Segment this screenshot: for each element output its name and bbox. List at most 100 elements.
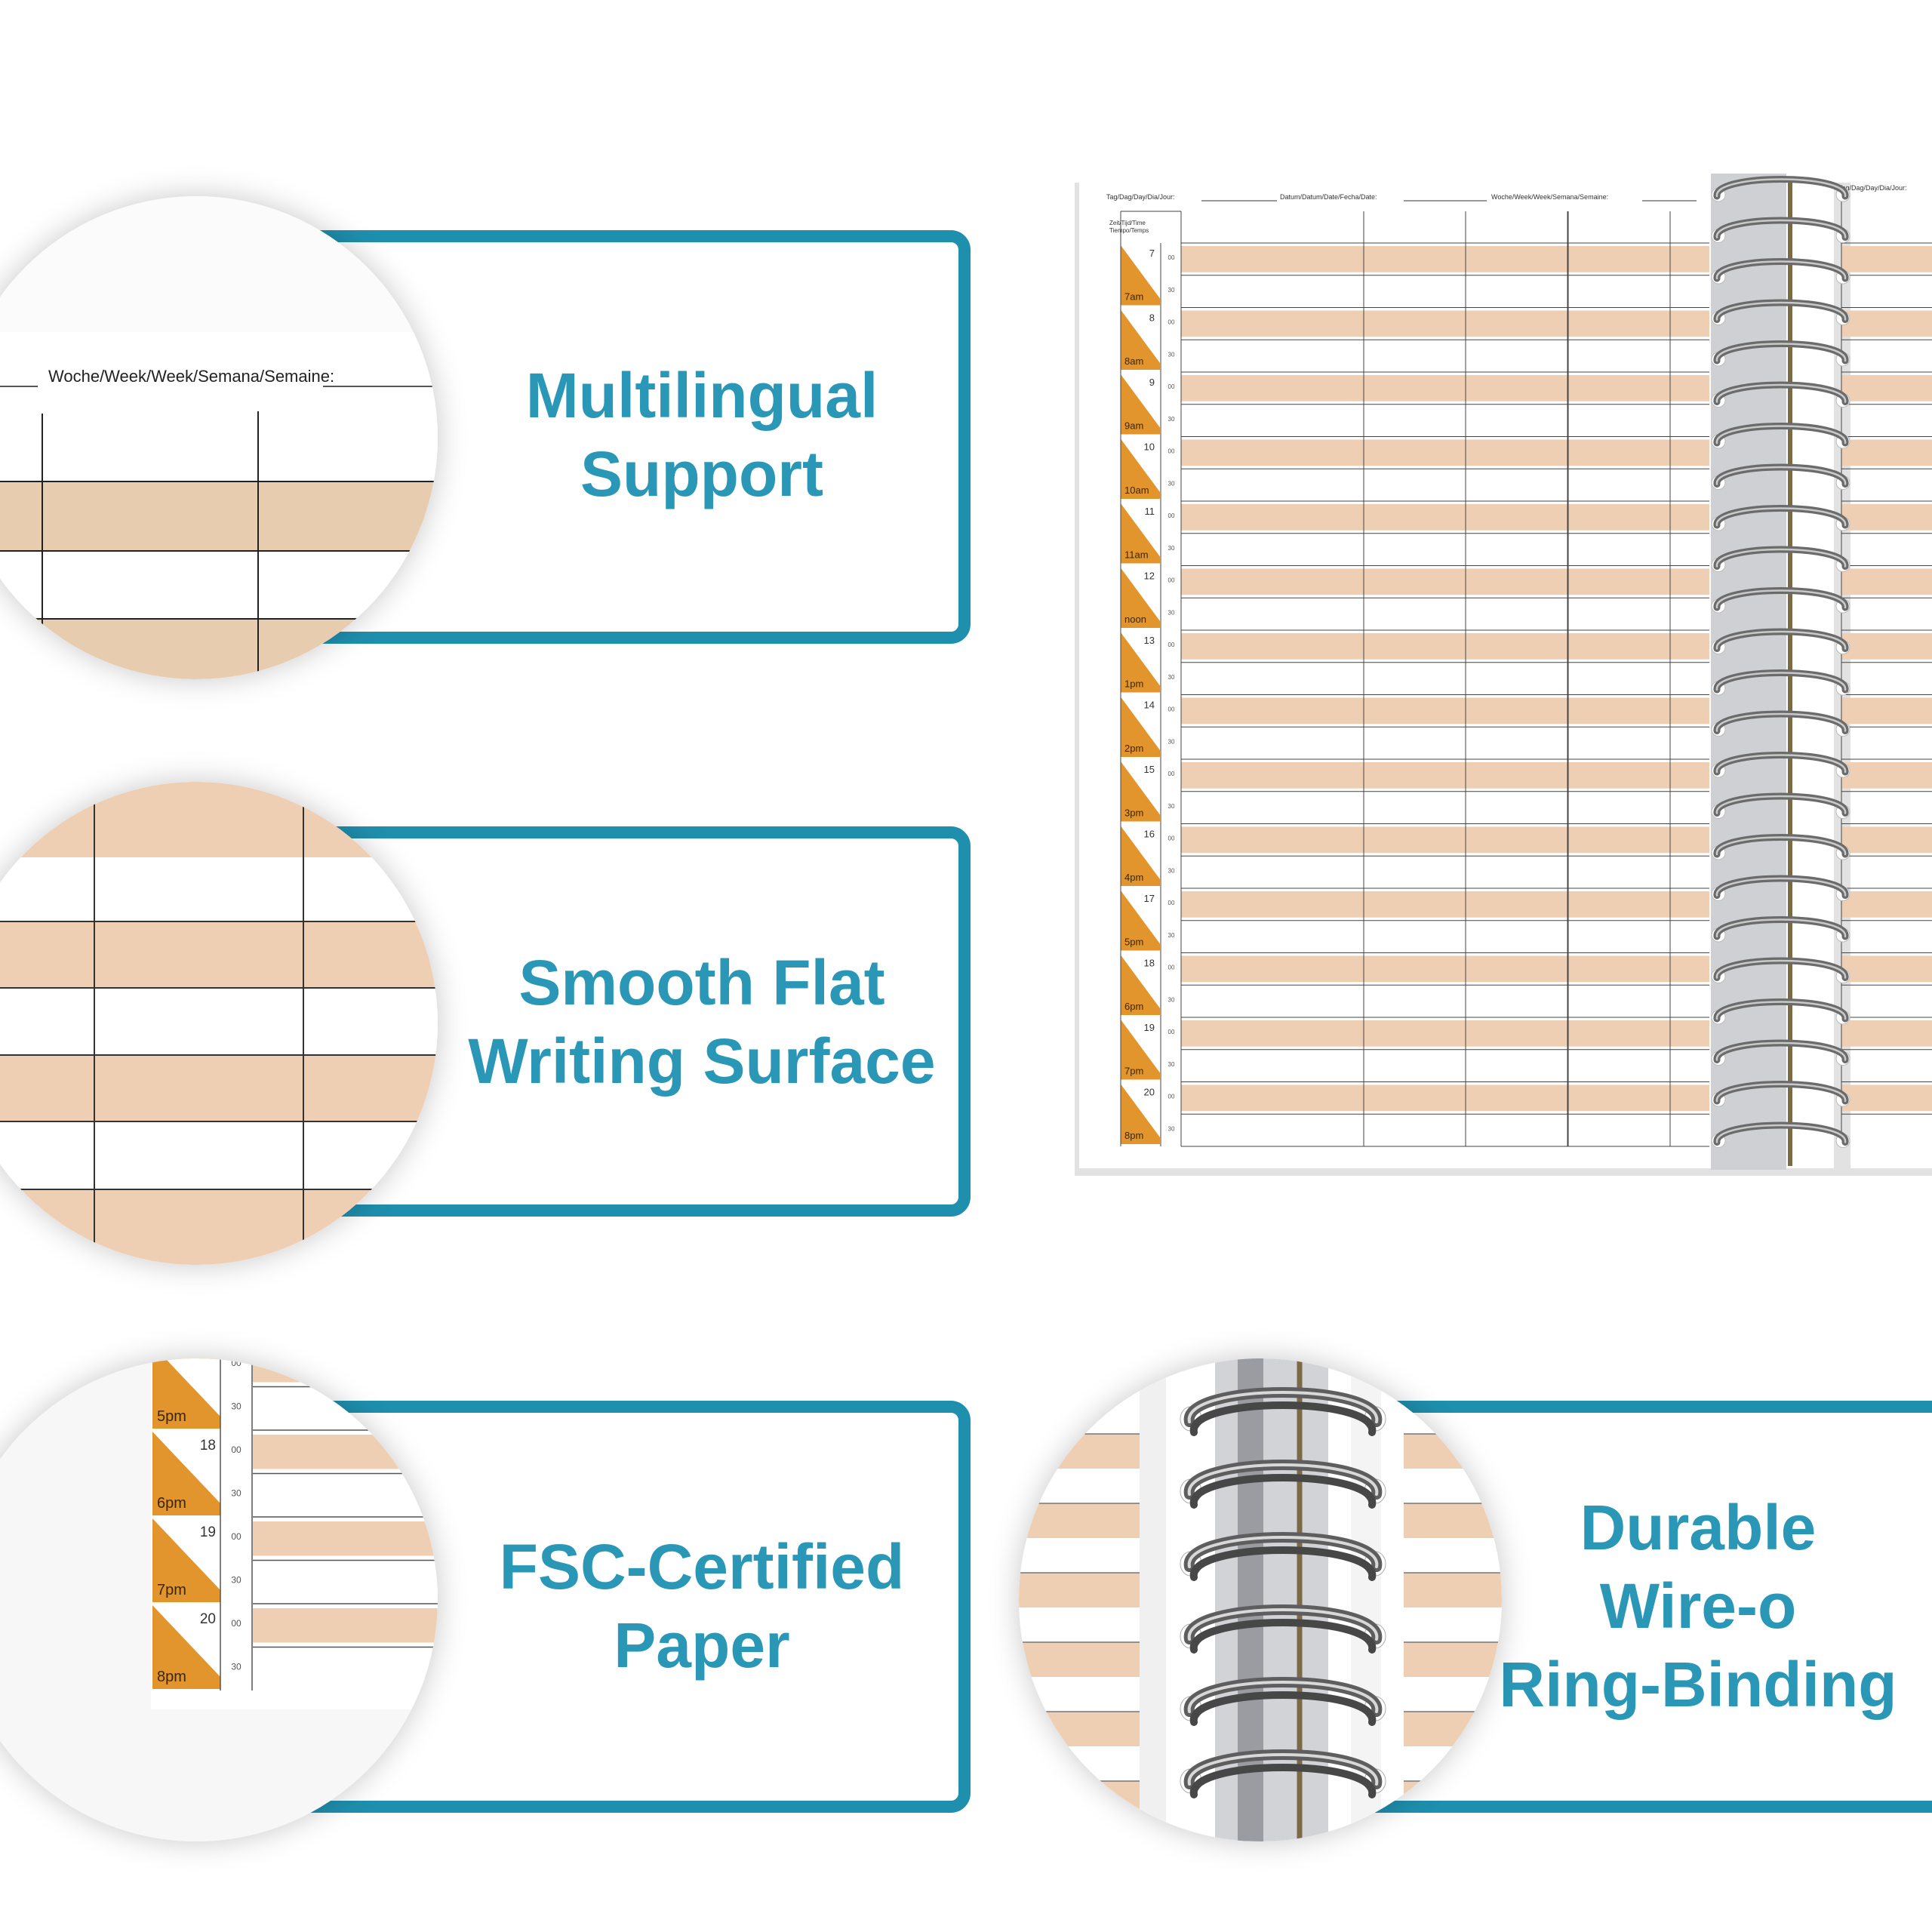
- feature-title-line: Wire-o: [1599, 1571, 1797, 1641]
- binding-ring-highlight: [1715, 1083, 1847, 1103]
- grid-row-shaded: [253, 1521, 438, 1556]
- hour-label-12h: 5pm: [157, 1408, 186, 1425]
- binding-ring-highlight: [1187, 1753, 1379, 1786]
- binding-ring: [1189, 1691, 1377, 1726]
- hour-block-corner: [1121, 1084, 1160, 1137]
- hour-label-12h: 7am: [1124, 291, 1143, 303]
- feature-title-line: Writing Surface: [468, 1026, 936, 1097]
- grid-row-shaded: [1181, 568, 1709, 595]
- binding-ring-highlight: [1715, 383, 1847, 403]
- grid-row-shaded: [1019, 1781, 1140, 1816]
- grid-row-shaded: [1181, 697, 1709, 724]
- zoom-background: [0, 782, 438, 1265]
- hour-label-12h: 4pm: [1124, 872, 1143, 883]
- right-page-row-shaded: [1841, 955, 1932, 983]
- hour-label-24h: 11: [1145, 506, 1155, 517]
- grid-row-shaded: [1181, 310, 1709, 337]
- grid-row-shaded: [1181, 826, 1709, 854]
- binding-ring-highlight: [1187, 1536, 1379, 1568]
- hour-label-24h: 19: [200, 1524, 216, 1540]
- minute-label: 00: [1168, 900, 1175, 906]
- right-page-day-label: Tag/Dag/Day/Dia/Jour:: [1838, 184, 1907, 192]
- feature-title-line: Ring-Binding: [1499, 1649, 1897, 1720]
- binding-ring-highlight: [1187, 1391, 1379, 1423]
- minute-label: 30: [1168, 674, 1175, 681]
- header-time-label-2: Tiempo/Temps: [1109, 227, 1149, 234]
- grid-row-shaded: [1181, 955, 1709, 983]
- header-week-label: Woche/Week/Week/Semana/Semaine:: [1491, 193, 1608, 201]
- hour-block-corner: [1121, 374, 1160, 428]
- minute-label: 00: [1168, 577, 1175, 584]
- binding-ring-highlight: [1715, 178, 1847, 198]
- grid-row-shaded: [1019, 1573, 1140, 1607]
- hour-label-12h: 6pm: [157, 1495, 186, 1512]
- minute-label: 30: [1168, 932, 1175, 939]
- ring-binding: [1711, 176, 1850, 1148]
- binding-ring-highlight: [1187, 1463, 1379, 1496]
- hour-label-12h: 1pm: [1124, 678, 1143, 690]
- grid-row-shaded: [1181, 891, 1709, 918]
- header-time-label: Zeit/Tijd/Time: [1109, 220, 1146, 226]
- minute-label: 00: [1168, 448, 1175, 455]
- minute-label: 00: [1168, 641, 1175, 648]
- minute-label: 00: [1168, 1094, 1175, 1100]
- grid-row-shaded: [1404, 1642, 1502, 1677]
- hour-label-24h: 20: [200, 1611, 216, 1627]
- grid-row-shaded: [0, 481, 438, 551]
- grid-row-shaded: [1181, 246, 1709, 272]
- hour-block-corner: [1121, 697, 1160, 750]
- zoom-circle-header: Woche/Week/Week/Semana/Semaine:: [0, 196, 438, 679]
- hour-label-12h: 7pm: [1124, 1066, 1143, 1077]
- hour-block-corner: [152, 1605, 220, 1677]
- right-page-row-shaded: [1841, 891, 1932, 918]
- feature-title-line: Support: [580, 438, 823, 509]
- minute-label: 30: [1168, 416, 1175, 423]
- zoom-binding-detail: [1019, 1358, 1502, 1841]
- hour-label-24h: 7: [1149, 248, 1155, 259]
- right-page-row-shaded: [1841, 762, 1932, 789]
- grid-row-shaded: [1181, 504, 1709, 531]
- binding-ring-highlight: [1715, 260, 1847, 280]
- binding-ring-highlight: [1715, 877, 1847, 897]
- page-edge: [1140, 1358, 1166, 1841]
- hour-block-corner: [1121, 245, 1160, 299]
- right-page-row-shaded: [1841, 375, 1932, 401]
- binding-ring-highlight: [1715, 425, 1847, 445]
- feature-title-line: FSC-Certified: [499, 1531, 905, 1602]
- minute-label: 00: [1168, 254, 1175, 261]
- grid-row-shaded: [0, 921, 438, 988]
- hour-label-12h: 8pm: [157, 1669, 186, 1685]
- grid-row-shaded: [253, 1358, 438, 1383]
- right-page-row-shaded: [1841, 1020, 1932, 1047]
- minute-label: 00: [231, 1444, 242, 1455]
- minute-label: 30: [231, 1401, 242, 1412]
- minute-label: 30: [1168, 287, 1175, 294]
- binding-ring: [1189, 1401, 1377, 1436]
- hour-label-12h: 6pm: [1124, 1001, 1143, 1012]
- right-page-row-shaded: [1841, 826, 1932, 854]
- binding-ring: [1189, 1619, 1377, 1654]
- minute-label: 30: [1168, 545, 1175, 552]
- minute-label: 30: [1168, 1125, 1175, 1132]
- zoom-binding-group: [1019, 1358, 1502, 1841]
- grid-row-shaded: [1181, 375, 1709, 401]
- binding-ring: [1189, 1474, 1377, 1509]
- minute-label: 30: [1168, 609, 1175, 616]
- hour-label-24h: 18: [200, 1438, 216, 1454]
- hour-label-24h: 16: [1144, 829, 1155, 840]
- binding-ring-highlight: [1715, 343, 1847, 362]
- binding-ring-highlight: [1187, 1681, 1379, 1713]
- hour-block-corner: [1121, 438, 1160, 492]
- binding-ring-highlight: [1715, 1041, 1847, 1061]
- binding-ring-highlight: [1715, 507, 1847, 527]
- binding-ring-highlight: [1715, 1124, 1847, 1143]
- hour-label-24h: 14: [1144, 700, 1155, 711]
- minute-label: 30: [1168, 480, 1175, 487]
- right-page-row-shaded: [1841, 310, 1932, 337]
- binding-ring-highlight: [1715, 918, 1847, 938]
- right-page-row-shaded: [1841, 439, 1932, 466]
- hour-block-corner: [1121, 632, 1160, 686]
- minute-label: 00: [1168, 964, 1175, 971]
- right-page-row-shaded: [1841, 633, 1932, 660]
